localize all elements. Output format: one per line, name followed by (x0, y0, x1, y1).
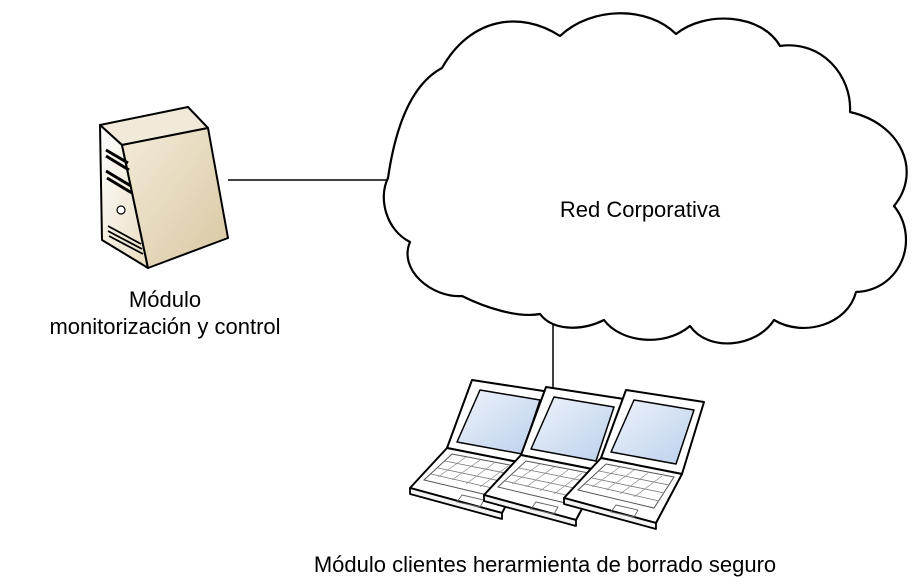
server-label-line2: monitorización y control (49, 314, 281, 339)
server-label-line1: Módulo (128, 287, 202, 312)
clients-label: Módulo clientes herarmienta de borrado s… (313, 552, 777, 577)
cloud-label: Red Corporativa (559, 197, 721, 222)
tower-server-icon (99, 106, 229, 269)
corporate-network-cloud (382, 12, 908, 345)
server-label: Módulo monitorización y control (0, 286, 330, 340)
